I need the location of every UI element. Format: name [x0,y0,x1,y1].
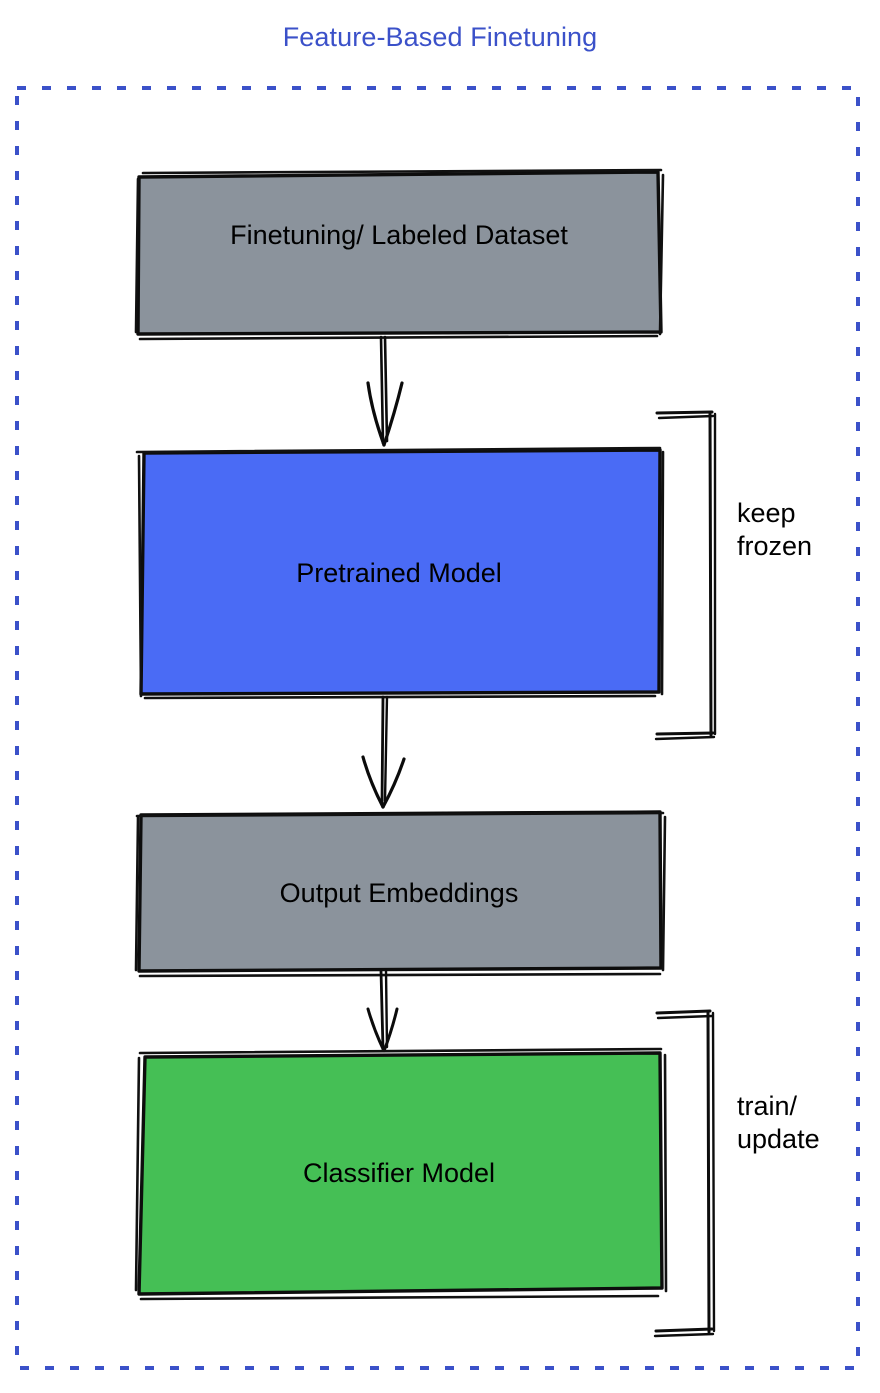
arrow-dataset-to-pretrained [366,335,404,447]
bracket-keep-frozen [654,410,717,741]
arrow-pretrained-to-embeddings [361,695,406,809]
bracket-train-update [653,1009,716,1338]
node-output-embeddings-hitbox[interactable] [137,812,661,972]
diagram-frame [15,86,860,1370]
node-classifier-model-hitbox[interactable] [137,1052,661,1295]
node-classifier-model[interactable] [134,1047,668,1301]
bracket-keep-frozen-hitbox [652,410,716,736]
node-output-embeddings[interactable] [134,810,667,978]
node-dataset[interactable] [134,168,665,341]
arrow-3-hitbox [355,973,415,1051]
arrow-2-hitbox [355,697,415,810]
node-pretrained-model-hitbox[interactable] [137,450,661,696]
arrow-embeddings-to-classifier [366,969,399,1053]
node-pretrained-model[interactable] [135,446,665,700]
node-dataset-hitbox[interactable] [137,172,661,335]
bracket-train-update-hitbox [652,1010,716,1335]
arrow-1-hitbox [355,335,415,448]
